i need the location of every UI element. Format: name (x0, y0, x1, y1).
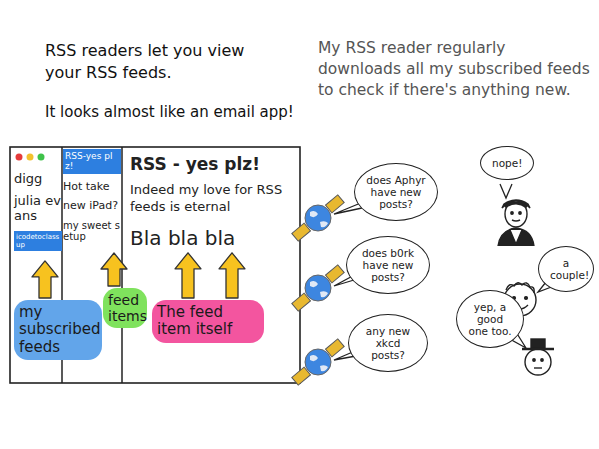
window-frame (10, 147, 300, 383)
callout-feeds: my subscribed feeds (14, 300, 102, 360)
item-text: The feed item itself (157, 304, 259, 339)
item-text: Indeed my love for RSS feeds is eternal (130, 182, 296, 216)
pointer-arrow (101, 253, 127, 286)
close-dot (16, 154, 23, 161)
speech-bubble: does b0rk have new posts? (346, 236, 430, 294)
speech-bubble: a couple! (538, 246, 594, 292)
bubble-text: does Aphyr have new posts? (366, 174, 426, 210)
item-text: Bla bla bla (130, 226, 296, 250)
bubble-text: does b0rk have new posts? (358, 247, 418, 283)
callout-items: feed items (103, 288, 147, 328)
speech-bubble: any new xkcd posts? (348, 314, 428, 372)
item-text: feed items (108, 292, 142, 324)
item-text: my subscribed feeds (19, 304, 97, 356)
person-hat (522, 339, 554, 375)
satellite (292, 195, 344, 241)
item-text: julia evans (14, 194, 62, 224)
item-text: my sweet setup (63, 220, 121, 243)
item-list: RSS-yes plz! Hot take new iPad? my sweet se… (63, 149, 121, 250)
selected-item: icodetoclassup (14, 231, 62, 251)
note-text: RSS readers let you view your RSS feeds. (45, 40, 260, 83)
satellite (292, 265, 344, 311)
note-text: It looks almost like an email app! (45, 102, 310, 122)
zoom-dot (38, 154, 45, 161)
satellite (292, 339, 344, 385)
selected-item: RSS-yes plz! (63, 149, 121, 174)
item-text: new iPad? (63, 200, 121, 213)
callout-item: The feed item itself (152, 300, 264, 343)
pointer-arrow (175, 253, 201, 298)
person-man (498, 200, 534, 246)
pointer-arrow (32, 261, 58, 298)
bubble-text: yep, a good one too. (468, 301, 512, 337)
bubble-text: a couple! (550, 257, 582, 281)
item-text: Hot take (63, 181, 121, 194)
speech-bubble: does Aphyr have new posts? (354, 163, 438, 221)
bubble-text: any new xkcd posts? (360, 325, 416, 361)
item-text: digg (14, 172, 62, 187)
speech-bubble: nope! (480, 146, 534, 180)
minimize-dot (27, 154, 34, 161)
item-text: RSS - yes plz! (130, 154, 296, 174)
speech-bubble: yep, a good one too. (456, 290, 524, 348)
bubble-text: nope! (492, 157, 522, 169)
pointer-arrow (219, 253, 245, 298)
feed-list: digg julia evans icodetoclassup (14, 172, 62, 258)
note-text: My RSS reader regularly downloads all my… (318, 38, 590, 101)
item-view: RSS - yes plz! Indeed my love for RSS fee… (130, 154, 296, 250)
